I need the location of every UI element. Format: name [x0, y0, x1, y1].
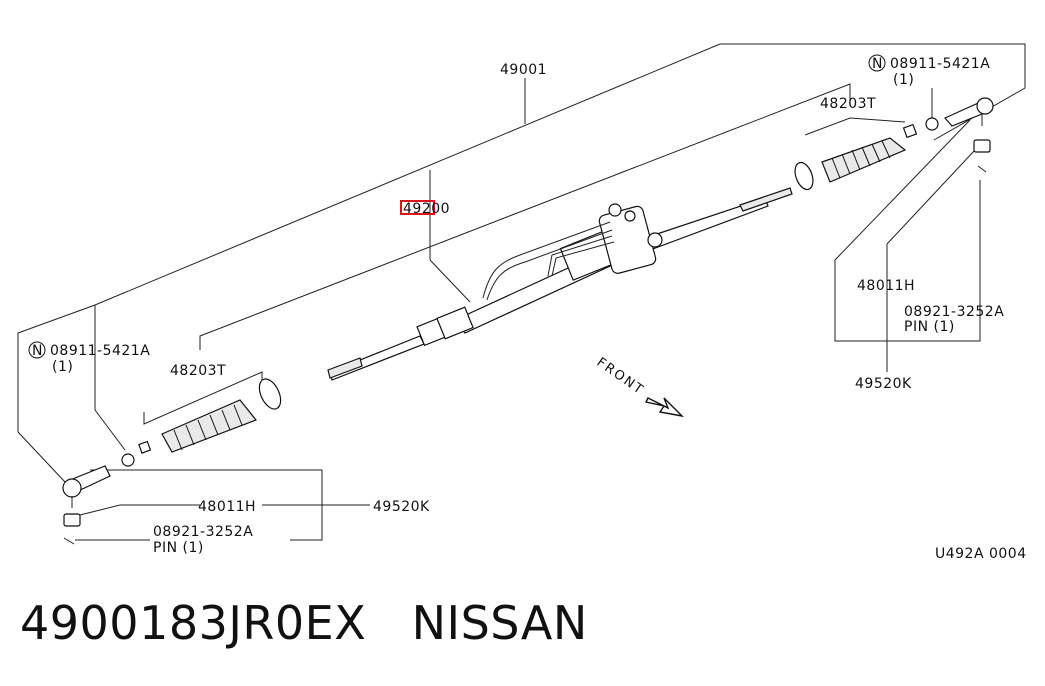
label-outer-socket-right[interactable]: 49520K: [855, 376, 912, 392]
right-side-parts: [794, 97, 994, 191]
nut-symbol-right: N: [872, 56, 883, 72]
nut-symbol-left: N: [32, 343, 43, 359]
label-nut-right[interactable]: 08911-5421A: [890, 56, 990, 72]
label-pin-left[interactable]: 08921-3252A: [153, 524, 253, 540]
left-side-parts: [62, 378, 282, 545]
part-title: 4900183JR0EX NISSAN: [20, 596, 588, 650]
label-pin-left-qty: PIN (1): [153, 540, 204, 556]
label-nut-left[interactable]: 08911-5421A: [50, 343, 150, 359]
leader-lines: [17, 43, 1026, 541]
label-pin-right[interactable]: 08921-3252A: [904, 304, 1004, 320]
label-49001[interactable]: 49001: [500, 62, 547, 78]
brand-name: NISSAN: [411, 596, 588, 650]
label-tie-rod-end-right[interactable]: 48011H: [857, 278, 915, 294]
front-label: FRONT: [594, 355, 647, 399]
highlight-box: [400, 200, 435, 215]
steering-rack: [327, 187, 793, 381]
label-nut-left-qty: (1): [52, 359, 73, 375]
nut-symbols: N N: [28, 54, 886, 359]
label-nut-right-qty: (1): [893, 72, 914, 88]
label-boot-left[interactable]: 48203T: [170, 363, 226, 379]
label-49200[interactable]: 49200: [403, 201, 450, 217]
part-labels: 49001 49200 08911-5421A (1) 48203T 48011…: [50, 56, 1027, 562]
part-number: 4900183JR0EX: [20, 596, 367, 650]
front-direction-arrow: FRONT: [594, 355, 685, 418]
label-tie-rod-end-left[interactable]: 48011H: [198, 499, 256, 515]
label-outer-socket-left[interactable]: 49520K: [373, 499, 430, 515]
label-boot-right[interactable]: 48203T: [820, 96, 876, 112]
diagram-code: U492A 0004: [935, 546, 1027, 562]
label-pin-right-qty: PIN (1): [904, 319, 955, 335]
